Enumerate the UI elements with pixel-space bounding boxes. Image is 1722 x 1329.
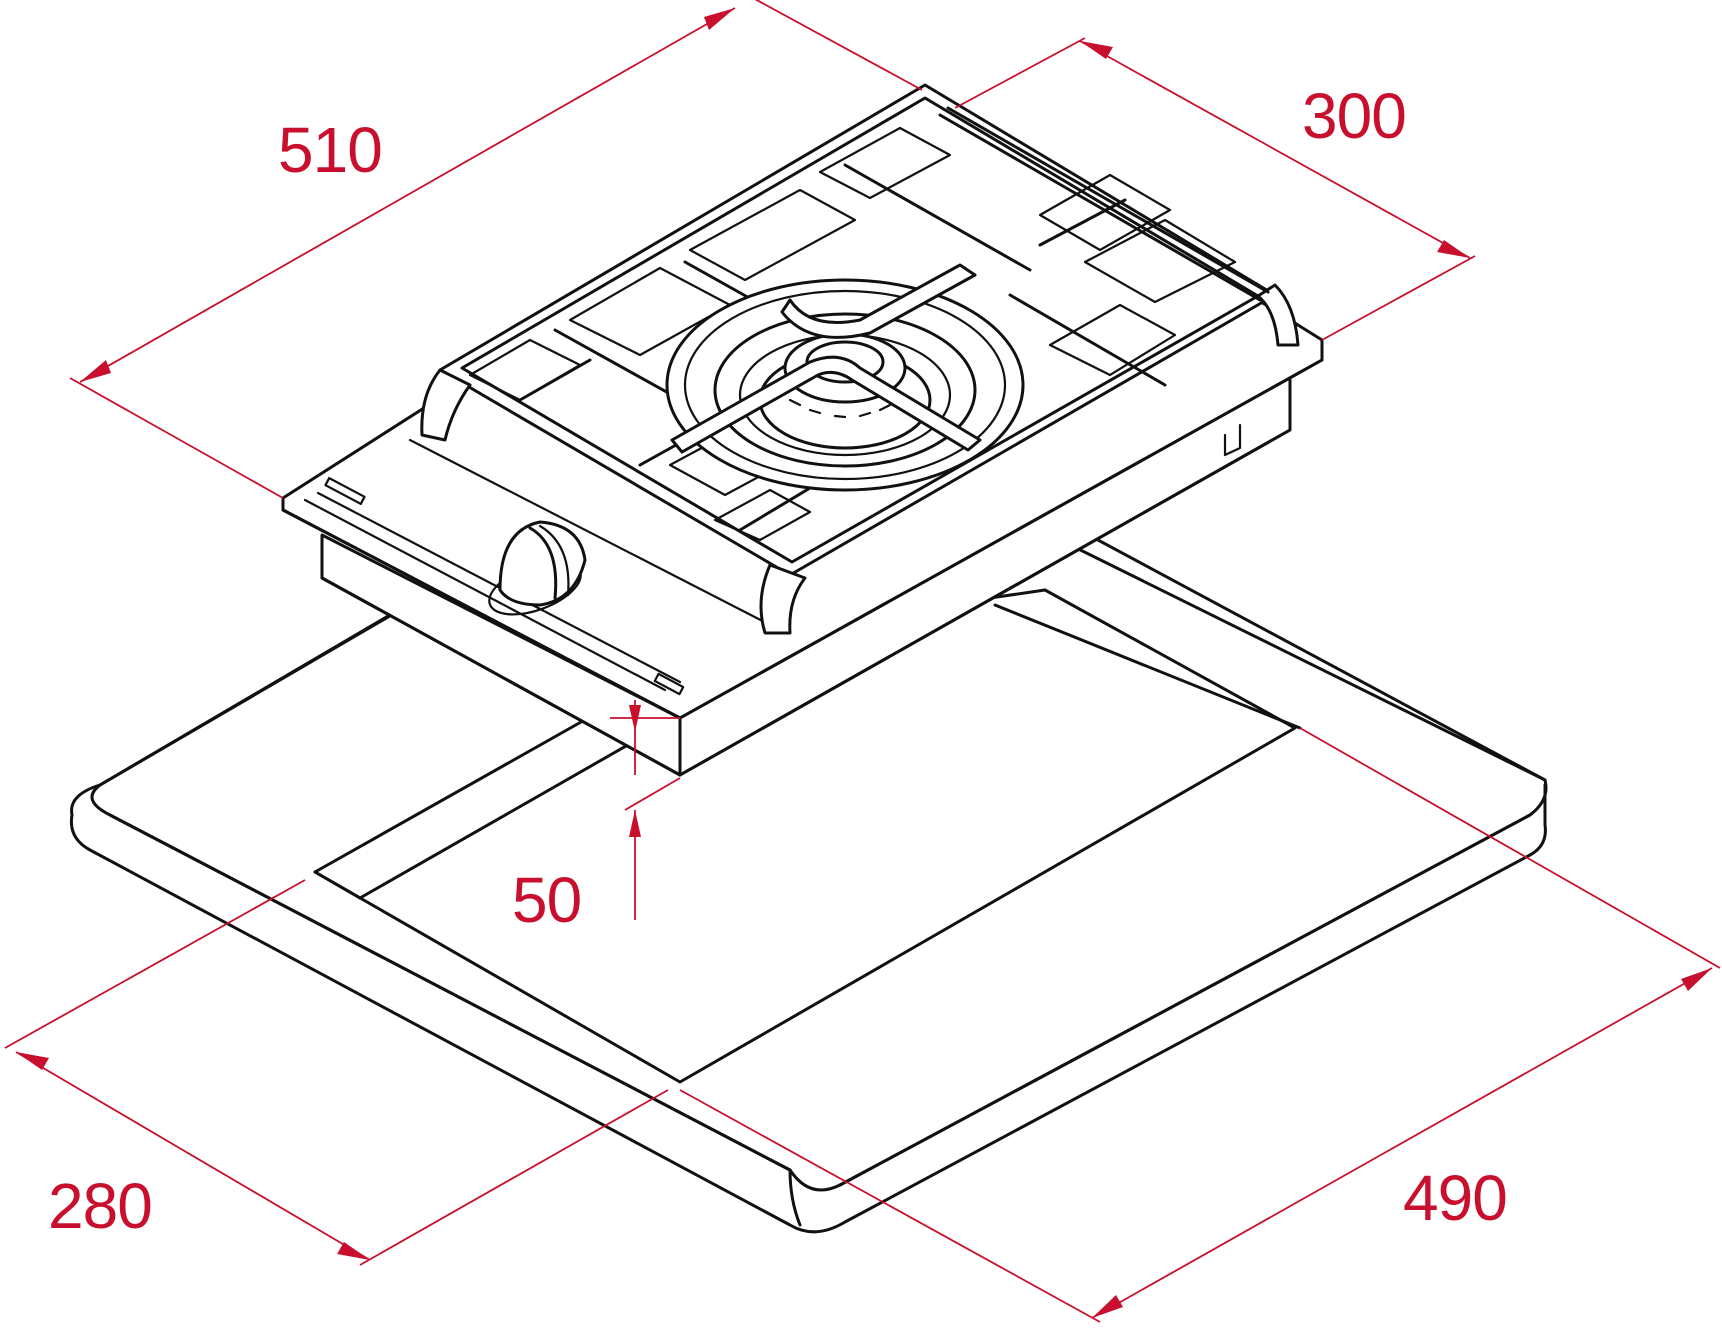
- dim-490-arrow-front: [1092, 1295, 1123, 1318]
- dimension-lines: 510 300 50 280: [4, 0, 1721, 1323]
- brand-marking: [324, 476, 366, 506]
- dim-300-arrow-front: [1437, 240, 1470, 258]
- worktop-top-front-line: [108, 813, 792, 1172]
- dim-490-extension-front: [679, 1089, 1101, 1323]
- cutout-inner-back-wall: [993, 603, 1302, 730]
- hob-top-plate-inner-edge: [408, 438, 782, 632]
- worktop-back-edge: [98, 610, 397, 787]
- dim-490-label: 490: [1403, 1162, 1507, 1234]
- dim-280-arrow-left: [16, 1052, 49, 1070]
- worktop-right-back-edge: [1038, 528, 1547, 782]
- dim-510-arrow-left: [80, 360, 111, 382]
- burner-ring-3: [713, 312, 977, 468]
- dim-510-extension-left: [69, 377, 284, 499]
- pan-support-back-rail: [938, 106, 1270, 302]
- dimension-510: 510: [69, 0, 923, 499]
- dim-510-arrow-right: [704, 8, 735, 30]
- dim-300-extension-front: [1321, 255, 1476, 341]
- dim-50-arrow-top: [629, 705, 641, 732]
- dimension-300: 300: [954, 37, 1476, 341]
- dim-50-label: 50: [512, 864, 581, 936]
- dim-280-arrow-right: [337, 1242, 370, 1260]
- cutout-outline: [313, 588, 1297, 1084]
- dim-50-extension-bottom: [624, 777, 681, 811]
- dim-300-arrow-back: [1080, 41, 1113, 59]
- dim-300-label: 300: [1302, 80, 1406, 152]
- dim-510-line: [79, 7, 736, 383]
- cutout-inner-left-wall: [358, 736, 642, 900]
- dim-300-line: [1079, 40, 1471, 259]
- dim-280-extension-left: [4, 879, 306, 1049]
- pan-support-right-leg: [1256, 283, 1300, 347]
- burner-ring-2: [683, 289, 1007, 481]
- dim-490-arrow-back: [1681, 968, 1712, 991]
- hob-body-notch: [1223, 423, 1242, 457]
- worktop-top-right-line: [838, 813, 1532, 1187]
- dim-300-extension-back: [954, 37, 1086, 109]
- dimension-280: 280: [4, 879, 669, 1266]
- dim-490-extension-back: [1299, 727, 1721, 969]
- dim-490-line: [1091, 967, 1713, 1319]
- center-arm-back: [780, 263, 977, 339]
- dimension-50: 50: [512, 700, 681, 936]
- knob-grip: [528, 526, 558, 600]
- dim-50-arrow-bottom: [629, 810, 641, 837]
- dim-510-extension-right: [754, 0, 923, 91]
- pan-support-front-leg: [759, 563, 807, 635]
- worktop-cutout: [313, 588, 1302, 1084]
- knob-body: [498, 520, 587, 607]
- dim-510-label: 510: [278, 114, 382, 186]
- dim-280-line: [15, 1051, 371, 1261]
- control-knob: [488, 520, 587, 616]
- dim-280-extension-right: [359, 1089, 669, 1266]
- pan-support-left-leg: [420, 368, 472, 442]
- worktop: [69, 523, 1548, 1234]
- worktop-front-nose: [788, 1168, 802, 1227]
- wok-burner: [665, 278, 1025, 492]
- cutout-inner-line: [313, 870, 362, 900]
- dimension-490: 490: [679, 727, 1721, 1323]
- pan-support-center-arms: [670, 263, 982, 454]
- worktop-front-edge: [69, 783, 1547, 1234]
- indicator-marking: [653, 672, 685, 696]
- worktop-left-rounded-end: [70, 783, 102, 817]
- knob-grip-inner: [538, 524, 570, 597]
- dim-280-label: 280: [48, 1170, 152, 1242]
- burner-flame-ports: [788, 398, 892, 419]
- center-arm-front: [670, 355, 982, 454]
